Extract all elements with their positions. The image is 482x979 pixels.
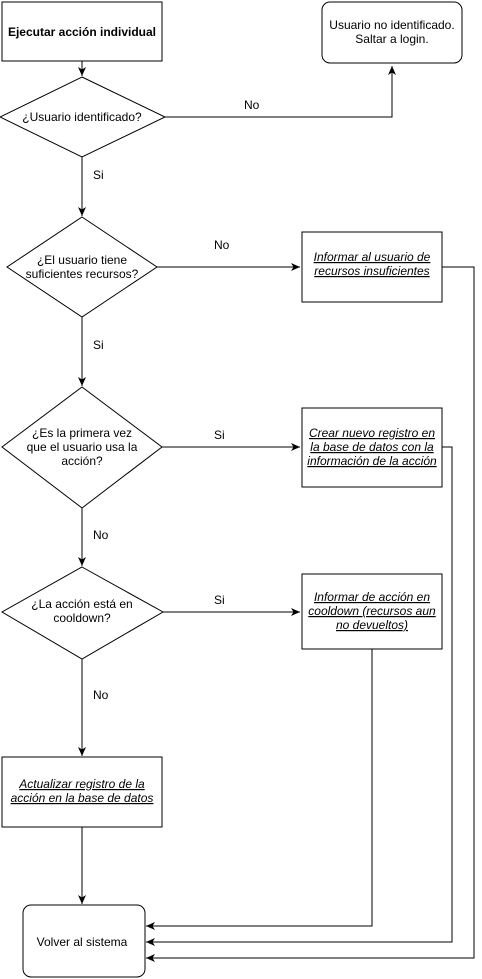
identified-decision <box>0 76 167 158</box>
node-text-line: la base de datos con la <box>310 440 434 454</box>
identified-question-text: ¿Usuario identificado? <box>22 110 142 124</box>
start-node <box>1 1 163 62</box>
node-text-line: Volver al sistema <box>37 935 128 949</box>
node-text-line: no devueltos) <box>336 618 408 632</box>
label-identified-yes: Si <box>93 168 104 182</box>
node-text-line: Ejecutar acción individual <box>8 25 156 39</box>
create-record-node <box>301 407 443 488</box>
return-node <box>22 904 146 978</box>
node-text-line: suficientes recursos? <box>26 267 139 281</box>
edge-cooldown-to-return <box>146 649 373 930</box>
connectors <box>78 61 475 962</box>
node-text-line: Saltar a login. <box>355 32 428 46</box>
nodes <box>0 1 463 978</box>
return-node-text: Volver al sistema <box>37 935 128 949</box>
update-record-node <box>1 756 163 828</box>
edge-identified-no <box>165 66 396 118</box>
edge-create-to-return <box>146 446 453 946</box>
label-first-time-yes: Si <box>214 428 225 442</box>
resources-decision <box>6 216 158 318</box>
label-cooldown-yes: Si <box>214 593 225 607</box>
inform-cooldown-node <box>301 573 443 650</box>
edge-labels: No Si No Si Si No Si No <box>93 98 260 702</box>
node-text-line: ¿La acción está en <box>31 597 132 611</box>
edge-insufficient-to-return <box>146 266 475 962</box>
cooldown-decision <box>0 566 165 660</box>
node-text-line: ¿El usuario tiene <box>37 253 127 267</box>
node-text-line: que el usuario usa la <box>27 440 138 454</box>
node-text-line: información de la acción <box>307 454 437 468</box>
not-identified-text: Usuario no identificado.Saltar a login. <box>329 18 454 46</box>
node-text-line: ¿Usuario identificado? <box>22 110 142 124</box>
node-text-line: Actualizar registro de la <box>18 777 145 791</box>
inform-insufficient-node <box>301 231 443 303</box>
label-cooldown-no: No <box>93 688 109 702</box>
node-text-line: acción en la base de datos <box>11 791 154 805</box>
node-text-line: cooldown? <box>53 611 111 625</box>
label-identified-no: No <box>244 98 260 112</box>
label-resources-no: No <box>214 238 230 252</box>
label-resources-yes: Si <box>93 338 104 352</box>
label-first-time-no: No <box>93 528 109 542</box>
node-text-line: Crear nuevo registro en <box>309 426 435 440</box>
node-texts: Ejecutar acción individual Usuario no id… <box>8 18 455 949</box>
first-time-decision <box>1 386 163 509</box>
node-text-line: ¿Es la primera vez <box>32 426 132 440</box>
node-text-line: cooldown (recursos aun <box>308 604 436 618</box>
node-text-line: Informar de acción en <box>314 590 430 604</box>
not-identified-node <box>321 1 463 64</box>
node-text-line: Informar al usuario de <box>314 250 431 264</box>
node-text-line: acción? <box>61 454 103 468</box>
start-node-text: Ejecutar acción individual <box>8 25 156 39</box>
node-text-line: recursos insuficientes <box>314 264 429 278</box>
node-text-line: Usuario no identificado. <box>329 18 454 32</box>
